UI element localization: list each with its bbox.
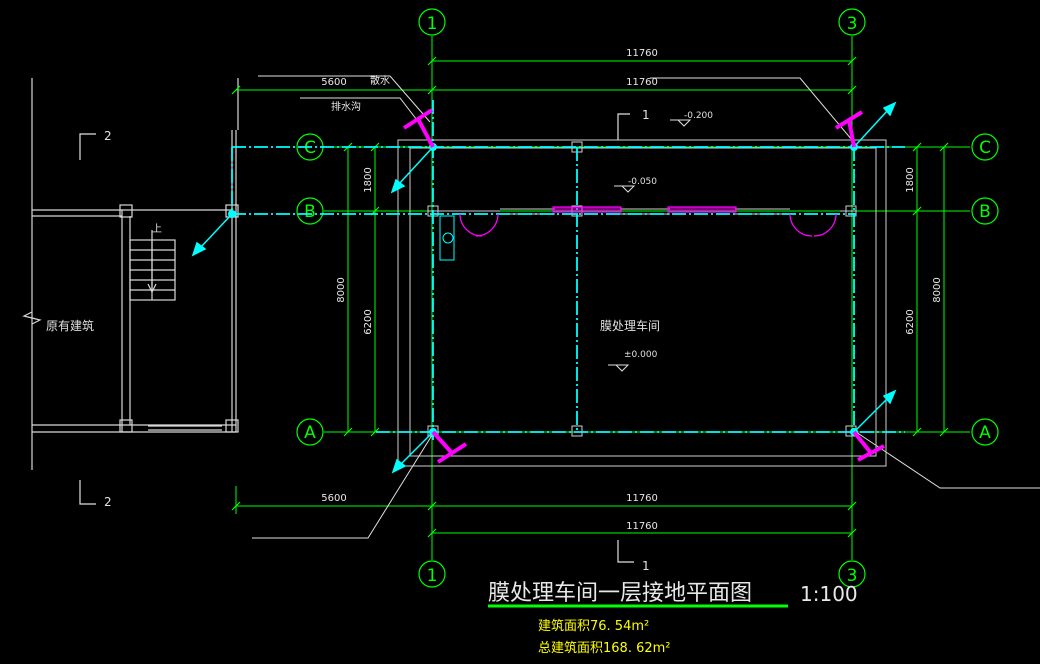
grid-label-1-bottom: 1 (427, 566, 438, 586)
drain-label: 排水沟 (331, 100, 361, 113)
dim-right-6200: 6200 (905, 309, 916, 334)
grid-label-1-top: 1 (427, 14, 438, 34)
drawing-scale: 1:100 (800, 582, 858, 606)
dim-top-left: 5600 (321, 77, 346, 88)
dim-top-total: 11760 (626, 48, 658, 59)
level-top: -0.200 (684, 111, 713, 121)
level-texts: -0.200 -0.050 ±0.000 (624, 111, 713, 360)
grid-bubbles (296, 8, 999, 588)
grid-label-a-left: A (304, 423, 316, 443)
grid-label-3-top: 3 (847, 14, 858, 34)
grounding-points (228, 143, 858, 436)
section-2-top-label: 2 (104, 129, 112, 143)
section-2-bottom-label: 2 (104, 495, 112, 509)
grounding-electrodes (402, 108, 885, 464)
dim-bottom-inner: 11760 (626, 521, 658, 532)
drawing-title: 膜处理车间一层接地平面图 (488, 581, 752, 606)
total-building-area: 总建筑面积168. 62m² (538, 640, 671, 656)
section-1-bottom-label: 1 (642, 559, 650, 573)
grid-label-b-right: B (979, 202, 991, 222)
down-conductor-arrows (191, 101, 897, 474)
existing-building (22, 78, 239, 470)
grid-label-a-right: A (979, 423, 991, 443)
dim-right-8000: 8000 (932, 277, 943, 302)
dim-ticks (231, 56, 949, 538)
leader-lines (252, 75, 1040, 539)
dim-left-6200: 6200 (363, 309, 374, 334)
grid-labels: 1 3 1 3 C B A C B A (304, 14, 991, 586)
dim-bottom-left: 5600 (321, 493, 346, 504)
building-walls (397, 139, 887, 467)
level-room: ±0.000 (624, 350, 658, 360)
dim-right-1800: 1800 (905, 167, 916, 192)
grid-label-c-right: C (979, 138, 991, 158)
dim-top-left-note: 散水 (370, 74, 390, 87)
grid-label-3-bottom: 3 (847, 566, 858, 586)
equipment-outline (439, 215, 455, 261)
grounding-conductors (231, 100, 905, 440)
level-symbols (608, 119, 692, 372)
dimension-texts: 11760 11760 5600 散水 排水沟 5600 11760 11760… (321, 48, 943, 532)
room-label: 膜处理车间 (600, 318, 660, 333)
dim-left-8000: 8000 (336, 277, 347, 302)
dim-top-inner: 11760 (626, 77, 658, 88)
section-mark-1 (617, 113, 634, 563)
dim-bottom-total: 11760 (626, 493, 658, 504)
level-mid: -0.050 (628, 177, 657, 187)
doors-windows (459, 206, 837, 237)
building-area: 建筑面积76. 54m² (538, 618, 649, 634)
existing-building-label: 原有建筑 (46, 318, 94, 333)
section-mark-2 (79, 133, 96, 505)
stair-up-mark: 上 (152, 223, 162, 235)
grid-label-b-left: B (304, 202, 316, 222)
section-1-top-label: 1 (642, 108, 650, 122)
grid-label-c-left: C (304, 138, 316, 158)
dim-left-1800: 1800 (363, 167, 374, 192)
